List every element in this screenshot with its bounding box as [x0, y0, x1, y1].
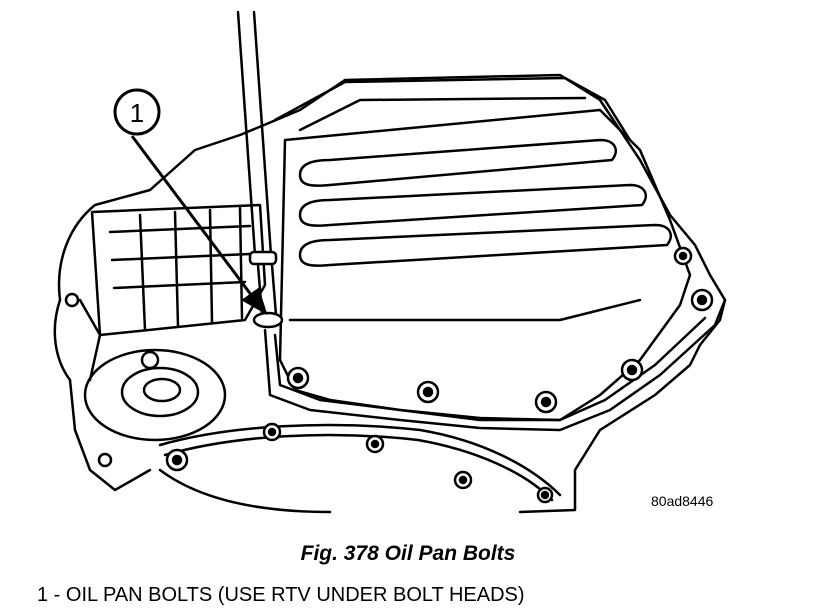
figure-reference-code: 80ad8446 — [651, 493, 714, 509]
pan-rib-2 — [298, 183, 647, 227]
pump-housing — [83, 348, 227, 442]
oil-pan-bolt — [534, 390, 558, 414]
case-bolt — [140, 350, 160, 370]
transmission-case-outline — [57, 73, 727, 514]
pan-rib-3 — [298, 223, 672, 267]
figure-legend: 1 - OIL PAN BOLTS (USE RTV UNDER BOLT HE… — [37, 584, 525, 606]
oil-pan-bolt — [286, 366, 310, 390]
dipstick-tube — [236, 10, 257, 257]
bottom-gasket — [158, 423, 562, 497]
case-bolt — [97, 452, 113, 468]
case-bolt — [64, 292, 80, 308]
case-bolt — [165, 448, 189, 472]
oil-pan-bolt — [690, 288, 714, 312]
case-bolt — [453, 470, 473, 490]
oil-pan-bolt — [620, 358, 644, 382]
pan-flange — [263, 298, 727, 432]
case-bolt — [262, 422, 282, 442]
figure-caption: Fig. 378 Oil Pan Bolts — [300, 542, 516, 565]
oil-pan-bolt — [416, 380, 440, 404]
oil-pan-diagram: 1 — [53, 10, 727, 514]
oil-pan-bolt — [673, 246, 693, 266]
callout-1 — [113, 88, 268, 316]
upper-cover — [273, 76, 632, 142]
pan-rib-1 — [298, 138, 617, 187]
case-bolt — [365, 434, 385, 454]
oil-pan-body — [278, 108, 692, 422]
case-bolt — [536, 486, 554, 504]
callout-number: 1 — [130, 98, 144, 128]
